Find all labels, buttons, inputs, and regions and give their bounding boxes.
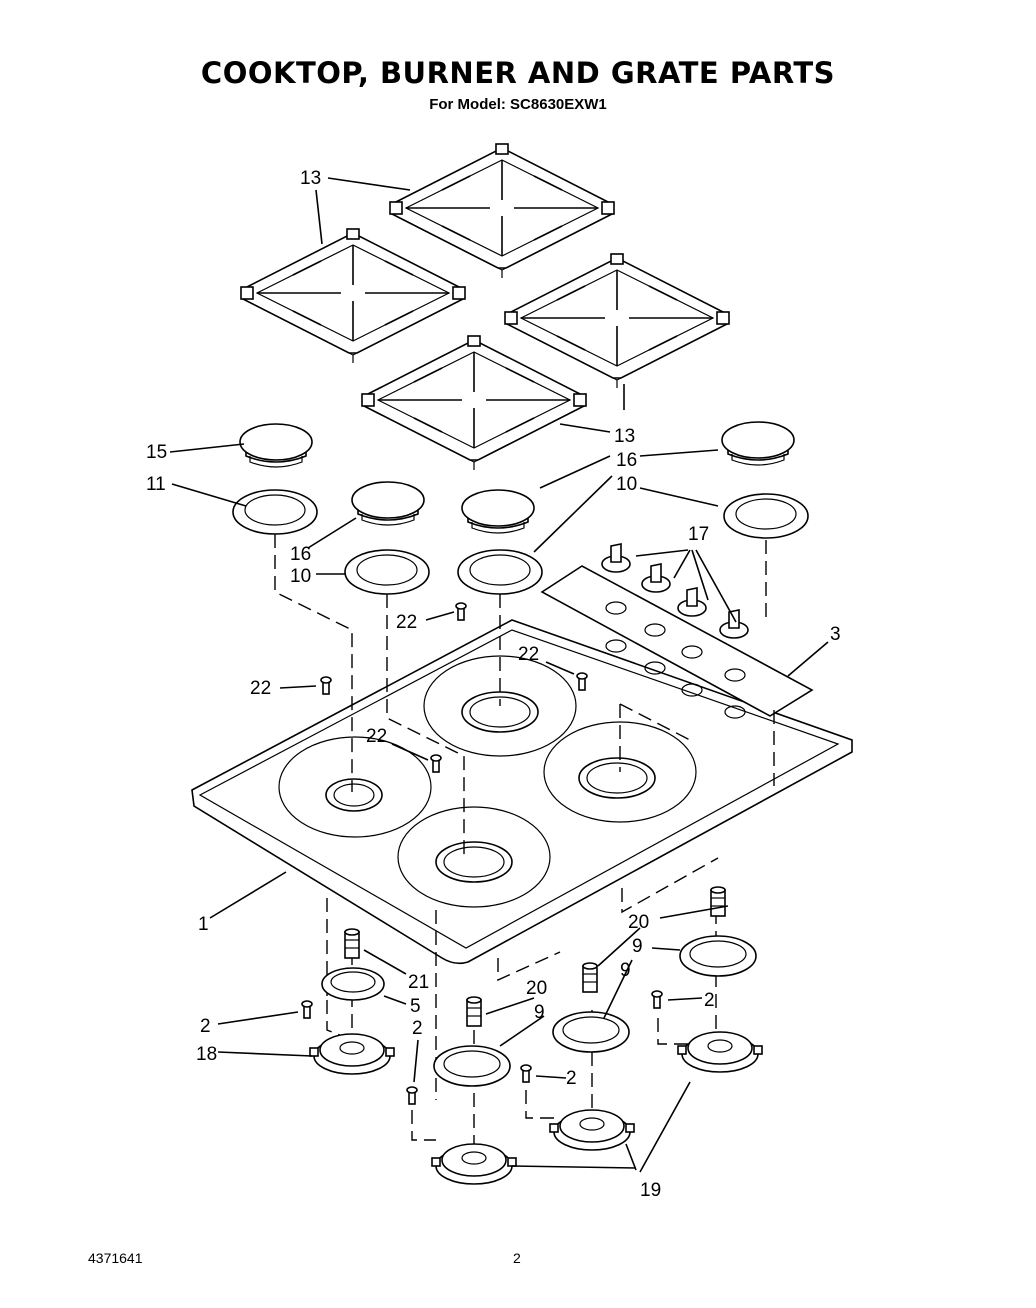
- burner-cap-small: [239, 423, 313, 468]
- burner-base-center-right: [549, 1109, 635, 1151]
- burner-cap-left: [351, 481, 425, 526]
- callout-22-c: 22: [518, 644, 539, 665]
- grate-top: [389, 143, 615, 279]
- burner-ring-small: [232, 489, 318, 535]
- callout-19: 19: [640, 1180, 661, 1201]
- burner-ring-left: [344, 549, 430, 595]
- callout-2-c: 2: [566, 1068, 577, 1089]
- screw-2-d: [651, 990, 663, 1009]
- bracket-center-left: [433, 1045, 511, 1087]
- callout-3: 3: [830, 624, 841, 645]
- callout-2-d: 2: [704, 990, 715, 1011]
- cooktop: [191, 619, 853, 965]
- model-subtitle: For Model: SC8630EXW1: [429, 96, 607, 113]
- screw-2-a: [301, 1000, 313, 1019]
- page-number: 2: [513, 1250, 521, 1266]
- grate-left: [240, 228, 466, 364]
- grate-front: [361, 335, 587, 471]
- burner-base-left: [309, 1033, 395, 1075]
- callout-9-b: 9: [632, 936, 643, 957]
- burner-cap-right: [721, 421, 795, 466]
- page-title: COOKTOP, BURNER AND GRATE PARTS: [200, 56, 836, 90]
- callout-22-d: 22: [366, 726, 387, 747]
- bracket-left: [321, 967, 385, 1001]
- callout-16-right: 16: [616, 450, 637, 471]
- callout-13-front: 13: [614, 426, 635, 447]
- callout-10-left: 10: [290, 566, 311, 587]
- control-knob-4: [719, 609, 749, 639]
- burner-base-center-left: [431, 1143, 517, 1185]
- callout-16-left: 16: [290, 544, 311, 565]
- control-knob-3: [677, 587, 707, 617]
- screw-22-b: [320, 676, 332, 695]
- callout-20-a: 20: [526, 978, 547, 999]
- control-knob-1: [601, 543, 631, 573]
- orifice-center-left: [466, 996, 482, 1027]
- screw-22-c: [576, 672, 588, 691]
- screw-22-d: [430, 754, 442, 773]
- screw-2-c: [520, 1064, 532, 1083]
- orifice-left: [344, 928, 360, 959]
- callout-15: 15: [146, 442, 167, 463]
- orifice-center-right: [582, 962, 598, 993]
- burner-cap-center: [461, 489, 535, 534]
- callout-2-b: 2: [412, 1018, 423, 1039]
- callout-22-b: 22: [250, 678, 271, 699]
- bracket-center-right: [552, 1011, 630, 1053]
- callout-18: 18: [196, 1044, 217, 1065]
- control-panel: [540, 565, 814, 719]
- callout-9-c: 9: [620, 960, 631, 981]
- orifice-right: [710, 886, 726, 917]
- callout-10-right: 10: [616, 474, 637, 495]
- callout-5: 5: [410, 996, 421, 1017]
- callout-1: 1: [198, 914, 209, 935]
- callout-20-b: 20: [628, 912, 649, 933]
- bracket-right: [679, 935, 757, 977]
- burner-base-right: [677, 1031, 763, 1073]
- burner-ring-right: [723, 493, 809, 539]
- screw-22-a: [455, 602, 467, 621]
- control-knob-2: [641, 563, 671, 593]
- document-number: 4371641: [88, 1250, 143, 1266]
- burner-ring-center: [457, 549, 543, 595]
- leader-lines: [169, 177, 829, 1173]
- screw-2-b: [406, 1086, 418, 1105]
- callout-21: 21: [408, 972, 429, 993]
- callout-13-top: 13: [300, 168, 321, 189]
- grate-right: [504, 253, 730, 389]
- callout-11: 11: [146, 474, 166, 495]
- callout-2-a: 2: [200, 1016, 211, 1037]
- callout-22-a: 22: [396, 612, 417, 633]
- callout-17: 17: [688, 524, 709, 545]
- callout-9-a: 9: [534, 1002, 545, 1023]
